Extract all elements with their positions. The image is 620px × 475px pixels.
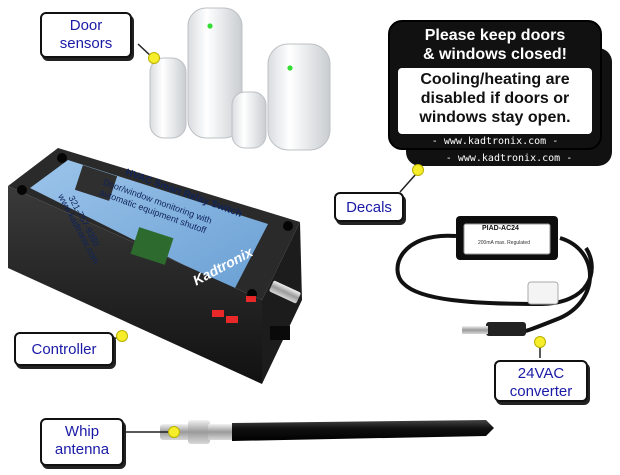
callout-dot (148, 52, 160, 64)
label-decals: Decals (334, 192, 404, 222)
sensor-led (287, 65, 293, 71)
door-sensors-image (149, 7, 331, 151)
label-controller: Controller (14, 332, 114, 366)
callout-line (399, 173, 417, 193)
callout-dot (412, 164, 424, 176)
converter-image (395, 216, 594, 336)
decal-warning: Cooling/heating are disabled if doors or… (398, 68, 592, 134)
decal-website-back: - www.kadtronix.com - (445, 153, 573, 164)
decal-headline: Please keep doors & windows closed! (422, 27, 567, 63)
label-antenna: Whip antenna (40, 418, 124, 466)
converter-model: PIAD-AC24 (482, 225, 519, 232)
callout-dot (534, 336, 546, 348)
decal-website-front: - www.kadtronix.com - (431, 136, 559, 147)
label-door-sensors: Door sensors (40, 12, 132, 58)
callout-dot (116, 330, 128, 342)
converter-spec: 200mA max. Regulated (478, 240, 530, 246)
sensor-led (207, 23, 213, 29)
label-converter: 24VAC converter (494, 360, 588, 402)
controller-image (8, 148, 302, 384)
antenna-image (160, 420, 494, 444)
decal-front: Please keep doors & windows closed! Cool… (388, 20, 602, 150)
callout-dot (168, 426, 180, 438)
